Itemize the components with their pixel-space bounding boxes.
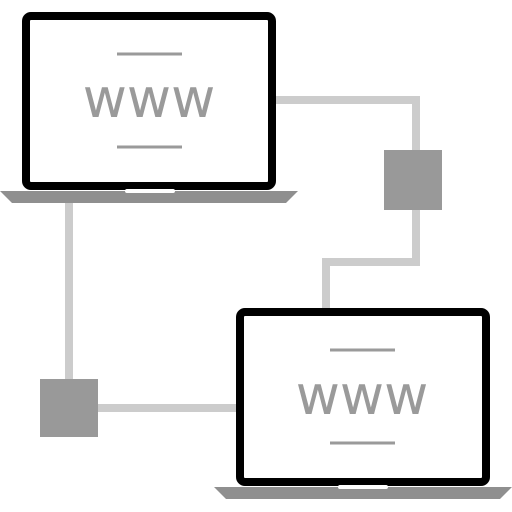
laptop-top-base-notch bbox=[125, 189, 175, 193]
network-node-left bbox=[40, 379, 98, 437]
laptop-top-base bbox=[0, 191, 298, 203]
laptop-top-www-text: www bbox=[83, 67, 216, 130]
network-node-right bbox=[384, 150, 442, 210]
laptop-bottom-base-notch bbox=[338, 485, 388, 489]
connector-right-to-bottom-laptop bbox=[322, 210, 420, 308]
laptop-bottom-base bbox=[214, 487, 512, 499]
connector-lines bbox=[65, 96, 420, 412]
laptop-top-screen-frame bbox=[22, 12, 276, 190]
laptop-top-left: www bbox=[0, 12, 298, 203]
laptop-bottom-www-text: www bbox=[296, 364, 429, 427]
connector-top-right bbox=[275, 96, 420, 150]
laptop-bottom-screen-frame bbox=[236, 308, 490, 486]
laptop-bottom-right: www bbox=[214, 308, 512, 499]
